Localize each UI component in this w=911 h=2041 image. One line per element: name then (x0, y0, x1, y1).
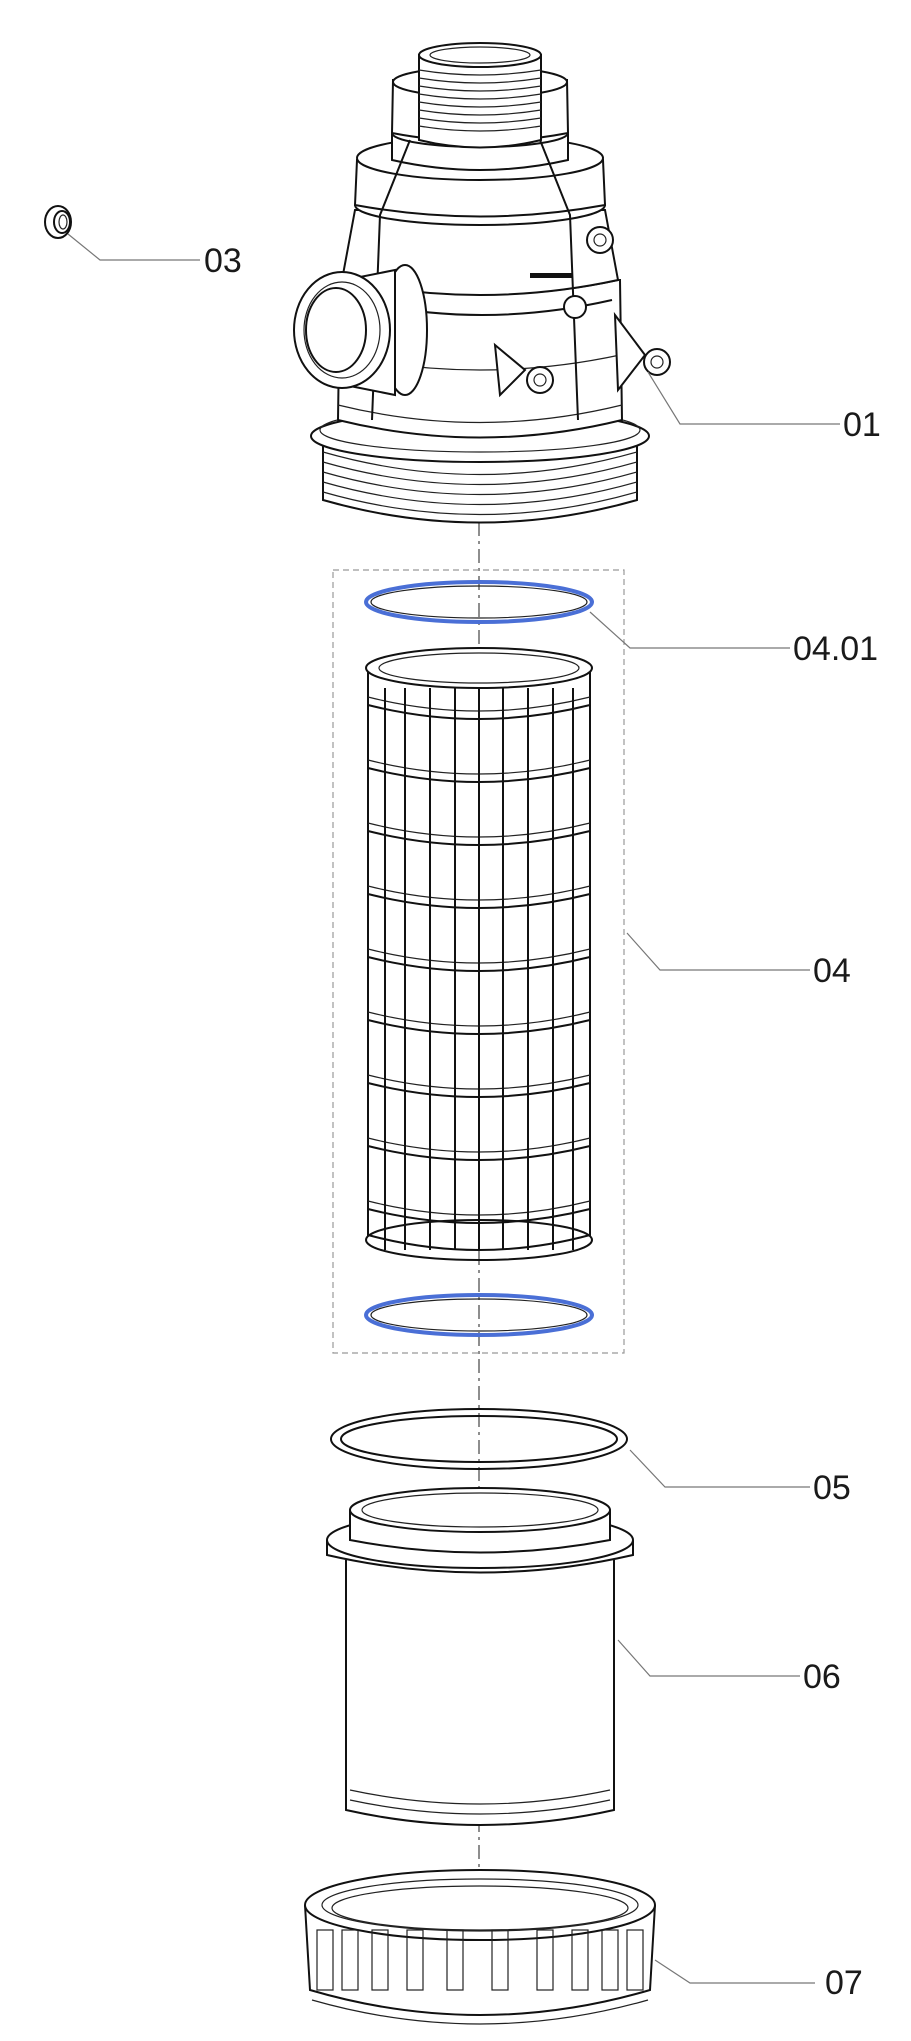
part-07-bowl-nut (304, 1869, 656, 2025)
label-07: 07 (825, 1964, 863, 2002)
part-04-01-oring-bottom (364, 1293, 594, 1337)
part-03-washer (44, 205, 72, 239)
leader-07 (654, 1959, 815, 1984)
part-05-seal-ring (330, 1408, 628, 1470)
leader-04-01 (589, 611, 790, 649)
label-04-01: 04.01 (793, 630, 878, 668)
leader-06 (617, 1639, 800, 1677)
label-03: 03 (204, 242, 242, 280)
part-04-filter-basket (365, 647, 593, 1261)
label-01: 01 (843, 406, 881, 444)
leader-04 (626, 932, 810, 971)
part-06-filter-bowl (326, 1487, 634, 1826)
label-06: 06 (803, 1658, 841, 1696)
label-04: 04 (813, 952, 851, 990)
leader-01 (647, 371, 840, 425)
leader-03 (67, 233, 200, 261)
label-05: 05 (813, 1469, 851, 1507)
part-04-01-oring-top (364, 580, 594, 624)
part-04-group-box (332, 569, 625, 1354)
leader-05 (629, 1449, 810, 1488)
part-01-filter-head (293, 42, 671, 524)
